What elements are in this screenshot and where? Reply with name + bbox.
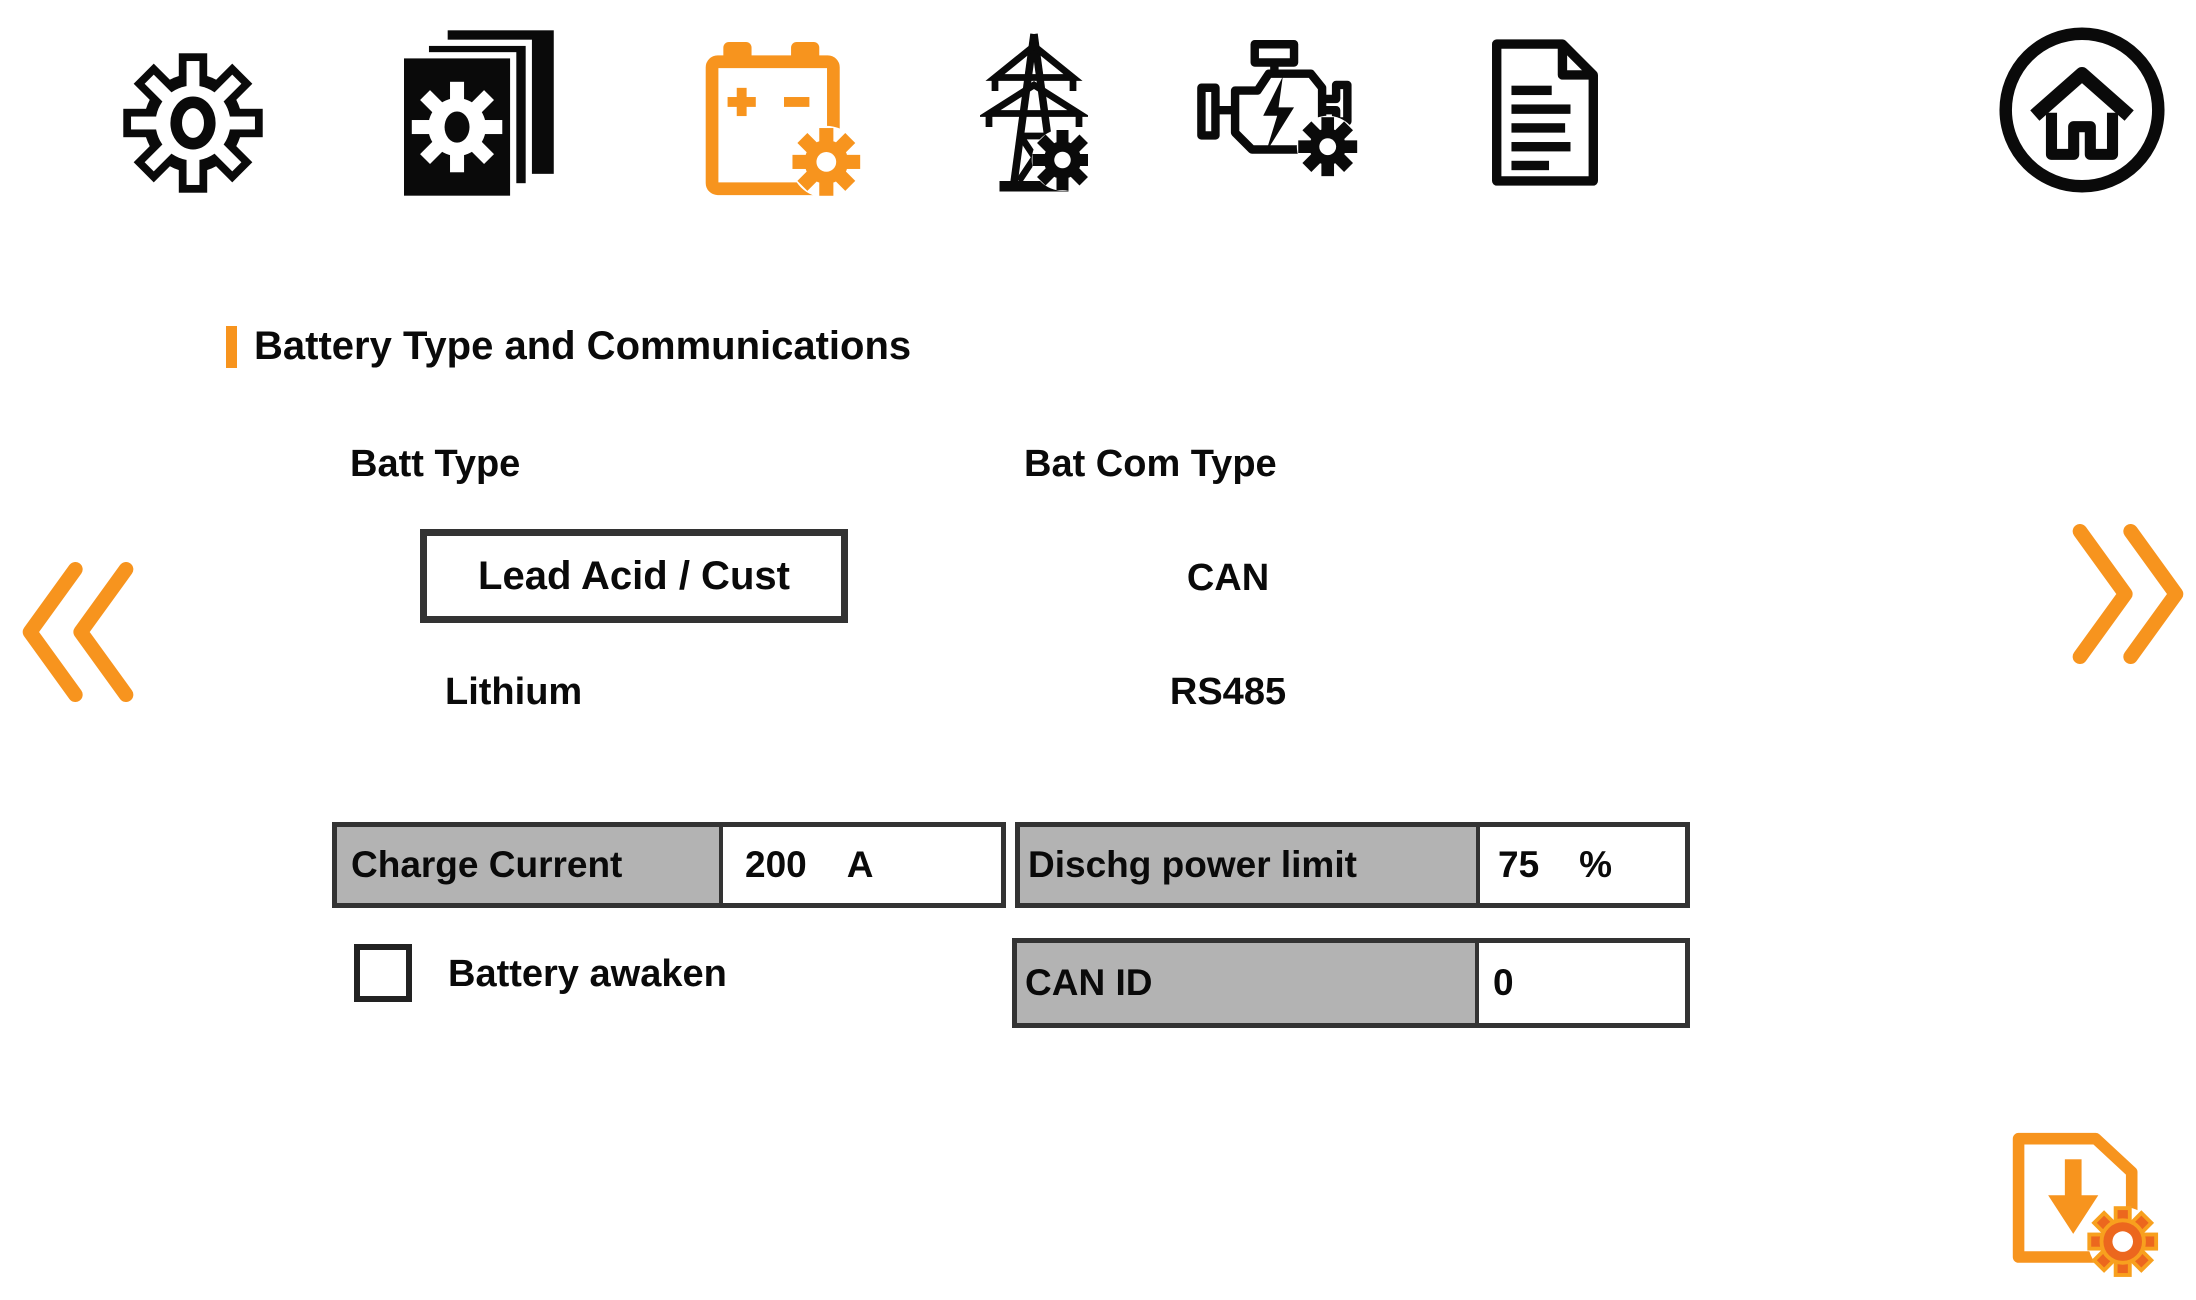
can-id-input[interactable]: 0	[1479, 943, 1685, 1023]
report-tab[interactable]	[1490, 30, 1600, 195]
bat-com-type-label: Bat Com Type	[1024, 443, 1277, 485]
double-chevron-right-icon	[2072, 524, 2184, 664]
home-button[interactable]	[1996, 24, 2168, 196]
dischg-power-limit-row: Dischg power limit 75 %	[1015, 822, 1690, 908]
home-icon	[1996, 24, 2168, 196]
power-tower-gear-icon	[980, 26, 1088, 198]
pages-gear-icon	[404, 30, 560, 196]
save-settings-button[interactable]	[1998, 1128, 2160, 1278]
double-chevron-left-icon	[22, 562, 134, 702]
save-settings-icon	[1998, 1128, 2160, 1278]
engine-gear-icon	[1193, 33, 1367, 193]
bat-com-option-rs485[interactable]: RS485	[1169, 671, 1287, 713]
dischg-power-limit-label: Dischg power limit	[1020, 827, 1480, 903]
battery-settings-tab-active[interactable]	[705, 42, 863, 200]
dischg-power-limit-value: 75	[1498, 844, 1540, 885]
battery-gear-icon	[705, 42, 863, 200]
batt-type-label: Batt Type	[350, 443, 521, 485]
bat-com-option-can[interactable]: CAN	[1186, 557, 1270, 599]
dischg-power-limit-input[interactable]: 75 %	[1480, 827, 1685, 903]
grid-settings-tab[interactable]	[980, 26, 1088, 198]
prev-page-button[interactable]	[22, 562, 134, 702]
charge-current-row: Charge Current 200 A	[332, 822, 1006, 908]
section-title: Battery Type and Communications	[254, 324, 912, 368]
batt-type-option-lead-acid-selected[interactable]: Lead Acid / Cust	[420, 529, 848, 623]
gear-icon	[119, 52, 267, 194]
section-title-tick	[226, 326, 237, 368]
charge-current-value: 200	[745, 844, 807, 885]
dischg-power-limit-unit: %	[1579, 844, 1613, 885]
system-settings-tab[interactable]	[404, 30, 560, 196]
battery-awaken-label: Battery awaken	[448, 953, 727, 995]
battery-awaken-checkbox[interactable]	[354, 944, 412, 1002]
charge-current-input[interactable]: 200 A	[723, 827, 1001, 903]
next-page-button[interactable]	[2072, 524, 2184, 664]
charge-current-label: Charge Current	[337, 827, 723, 903]
can-id-value: 0	[1493, 962, 1514, 1003]
batt-type-option-lithium[interactable]: Lithium	[445, 671, 583, 713]
option-label: Lead Acid / Cust	[478, 553, 790, 598]
document-icon	[1490, 30, 1600, 195]
charge-current-unit: A	[846, 844, 874, 885]
general-settings-tab[interactable]	[119, 52, 267, 194]
generator-settings-tab[interactable]	[1193, 33, 1367, 193]
can-id-label: CAN ID	[1017, 943, 1479, 1023]
can-id-row: CAN ID 0	[1012, 938, 1690, 1028]
